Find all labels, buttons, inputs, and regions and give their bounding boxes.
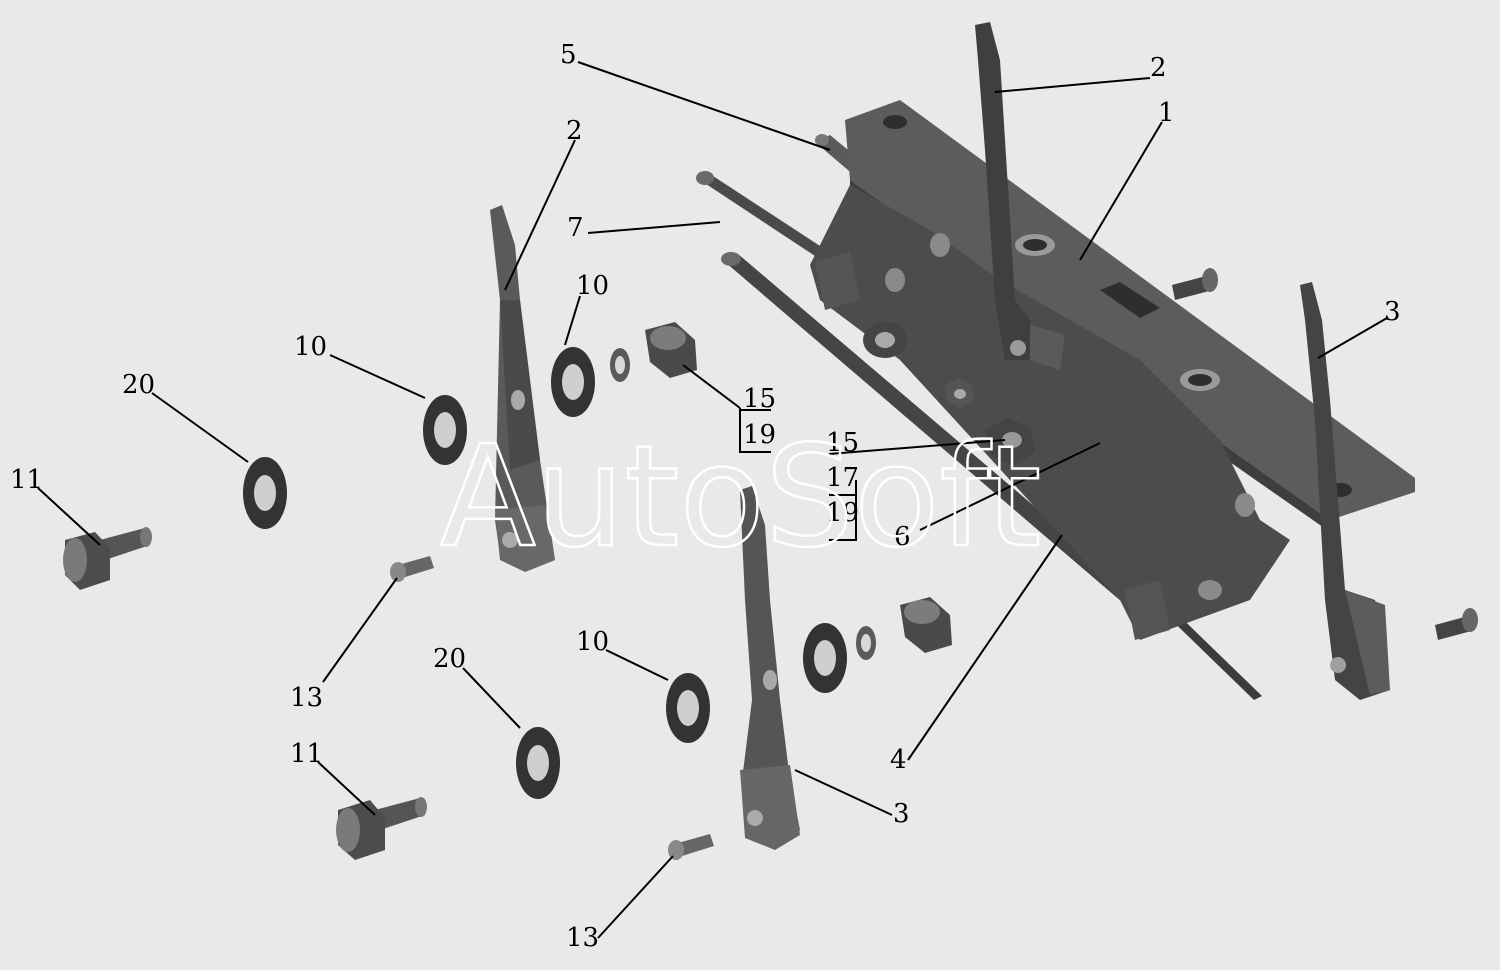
callout-3-bottom: 3	[893, 799, 910, 829]
washer-10-upper	[551, 347, 595, 417]
callout-5: 5	[560, 40, 577, 70]
nut-15-upper	[645, 322, 697, 378]
callout-11-upper: 11	[10, 465, 43, 495]
washer-on-rod	[863, 322, 907, 358]
callout-6: 6	[894, 522, 911, 552]
nut-on-rod-upper	[985, 418, 1035, 466]
callout-10-bottom: 10	[576, 627, 609, 657]
washer-20-lower	[516, 727, 560, 799]
pin-13-lower	[668, 834, 714, 860]
callout-2-left: 2	[566, 116, 583, 146]
bolt-right-upper	[1172, 268, 1218, 300]
callout-20-lower: 20	[433, 644, 466, 674]
rod-4	[721, 252, 1135, 602]
washer-10-left	[423, 395, 467, 465]
watermark-text: AutoSoft	[440, 416, 1041, 579]
leader-lines	[37, 61, 1388, 939]
lever-2-left	[490, 205, 555, 572]
callout-11-lower: 11	[290, 739, 323, 769]
callout-15-lower: 15	[826, 428, 859, 458]
callout-13-lower: 13	[566, 923, 599, 953]
callout-13-upper: 13	[290, 683, 323, 713]
callout-20-upper: 20	[122, 370, 155, 400]
spring-washer-lower	[856, 626, 876, 660]
bolt-11-upper	[63, 527, 152, 590]
lever-2-right	[975, 22, 1065, 370]
callout-3-right: 3	[1384, 297, 1401, 327]
washer-20-upper	[243, 457, 287, 529]
callout-19-lower: 19	[826, 498, 859, 528]
lever-3-left	[740, 486, 800, 850]
callout-15-upper: 15	[743, 384, 776, 414]
nut-lower	[900, 597, 952, 653]
lever-3-right	[1300, 282, 1390, 700]
callout-7: 7	[567, 213, 584, 243]
callout-2-right: 2	[1150, 53, 1167, 83]
callout-4: 4	[890, 745, 907, 775]
washer-lower	[803, 623, 847, 693]
small-nut-on-rod	[945, 378, 974, 408]
bolt-right-lower	[1435, 608, 1478, 640]
callout-1: 1	[1158, 98, 1175, 128]
callout-19-upper: 19	[743, 420, 776, 450]
washer-10-bottom	[666, 673, 710, 743]
bolt-11-lower	[336, 797, 427, 860]
callout-17: 17	[826, 463, 859, 493]
callout-10-upper: 10	[576, 271, 609, 301]
pin-13-upper	[390, 556, 434, 582]
spring-washer-upper	[610, 348, 630, 382]
bracket-1	[810, 100, 1415, 640]
callout-10-left: 10	[294, 332, 327, 362]
